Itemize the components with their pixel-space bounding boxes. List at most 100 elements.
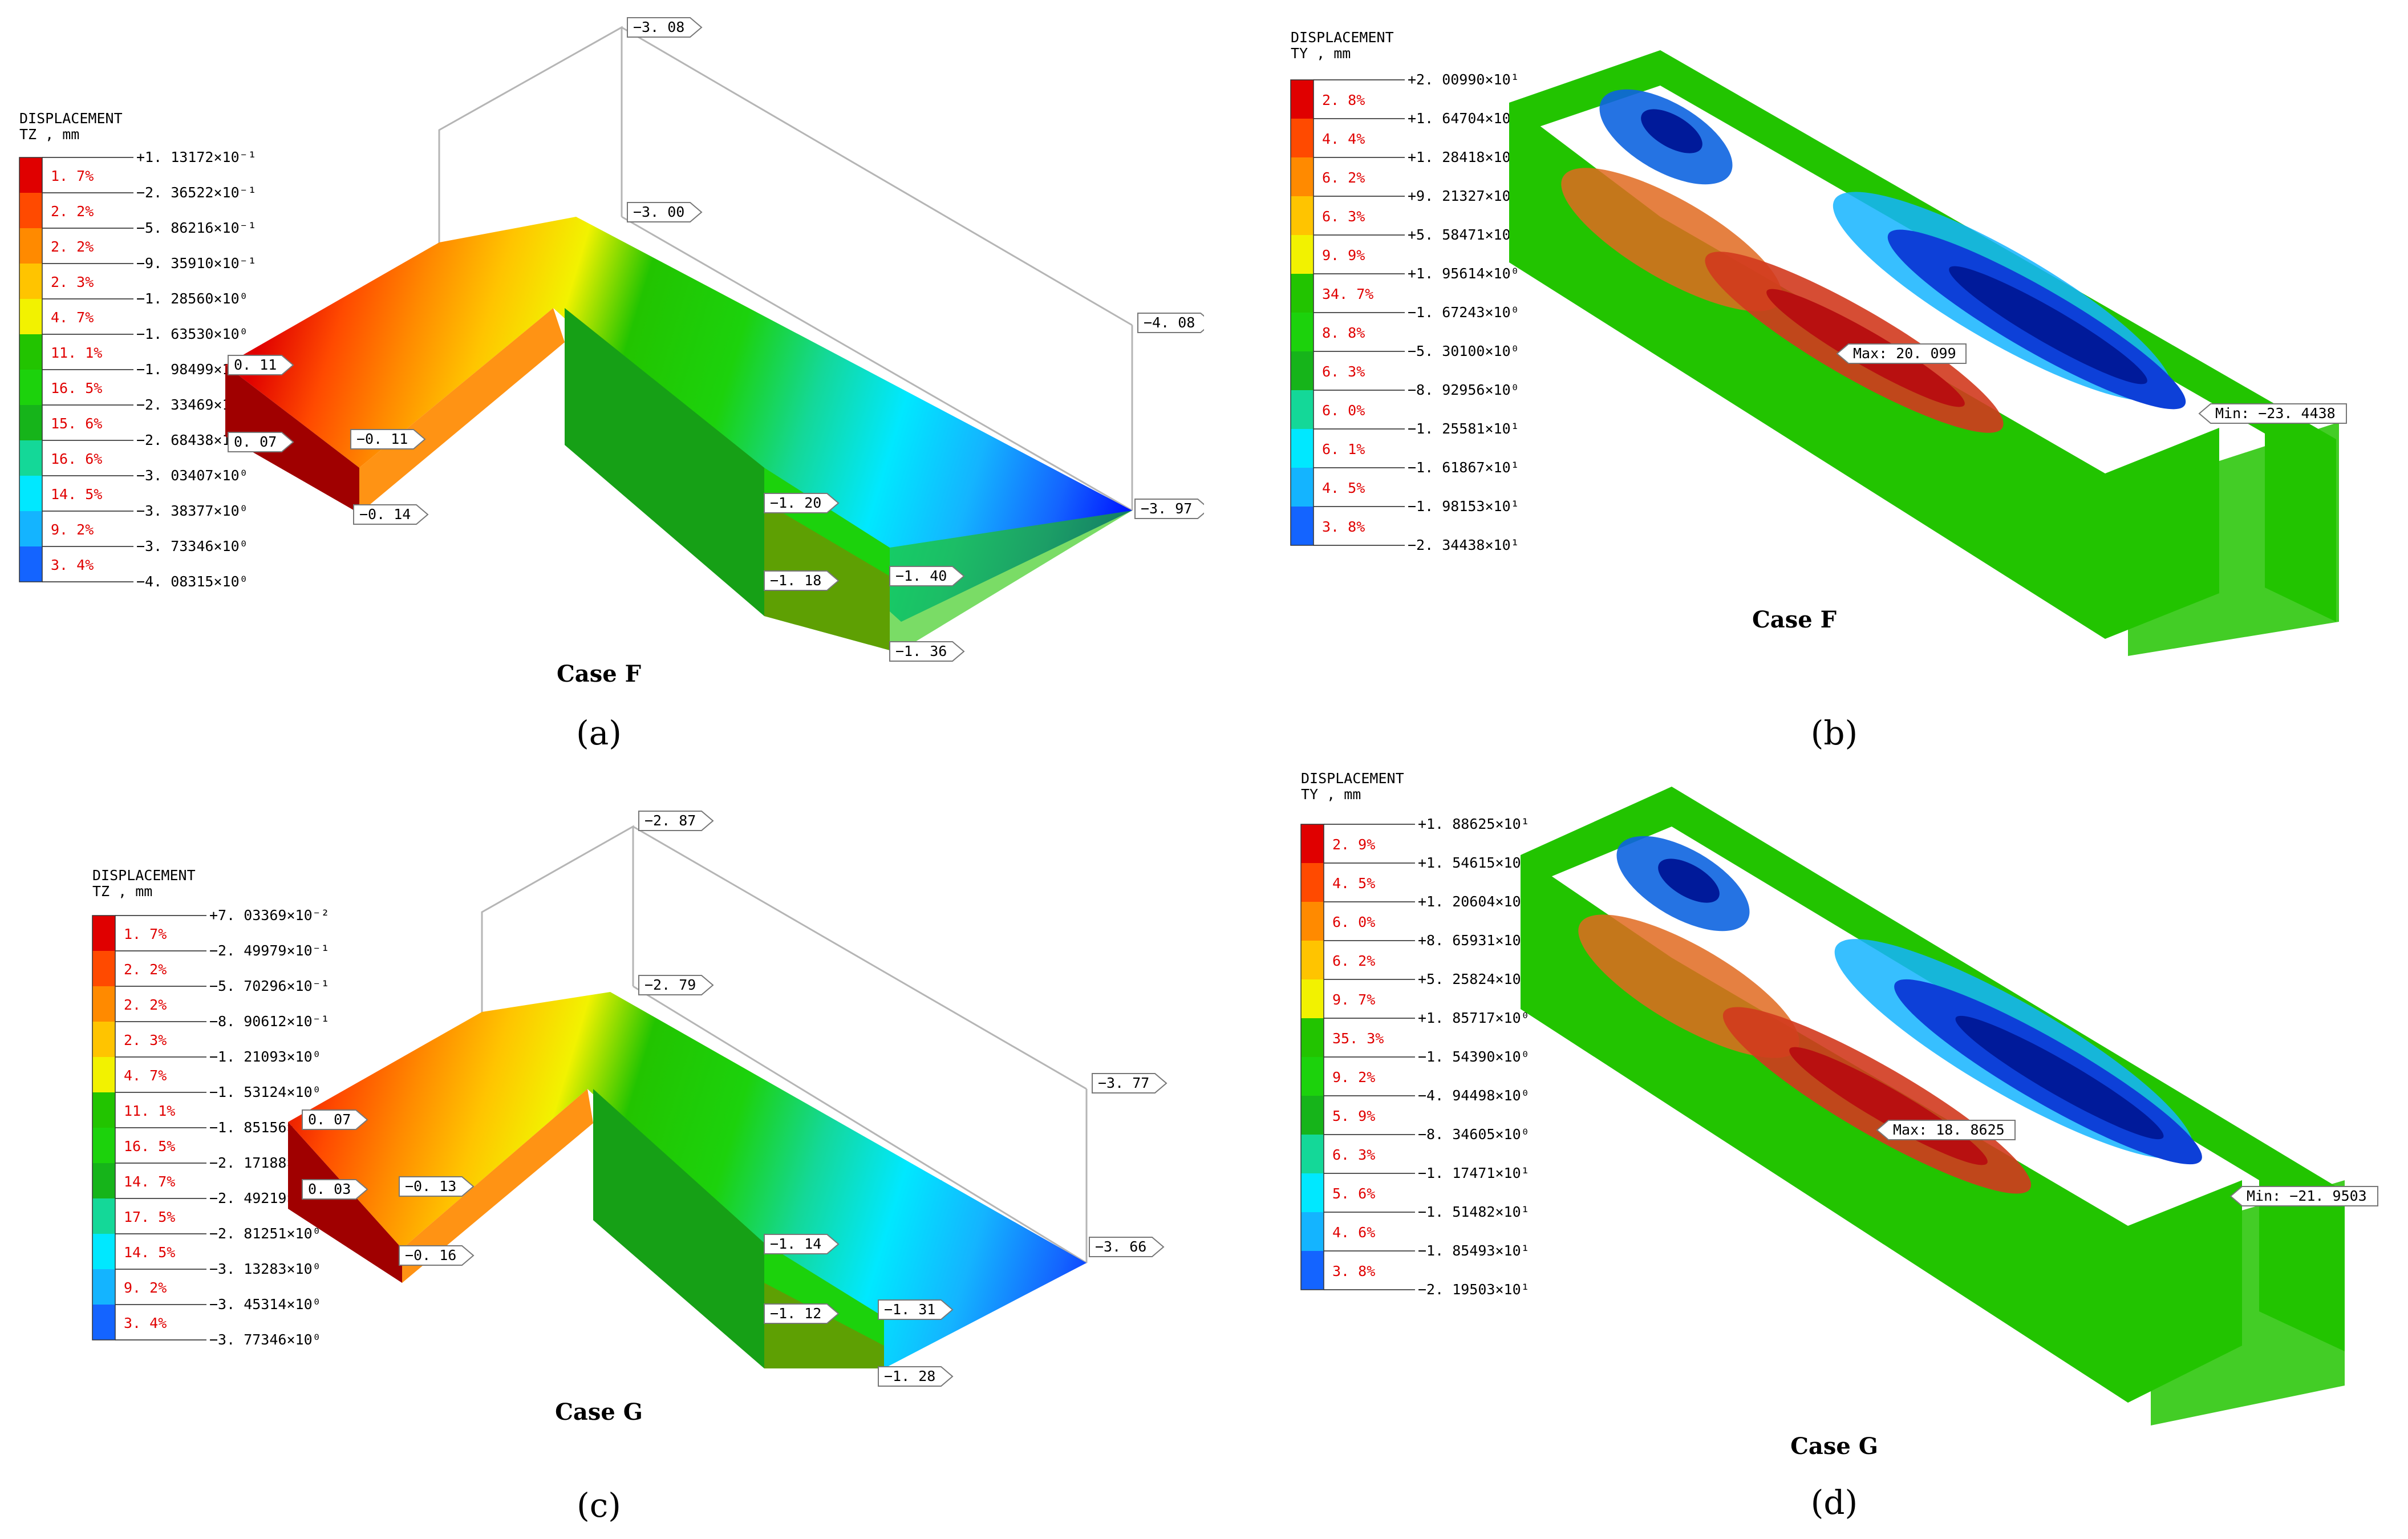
value-tag: −3. 00	[627, 202, 703, 222]
panel-b: DISPLACEMENT TY , mm +2. 00990×10¹+1. 64…	[1204, 0, 2408, 770]
legend-percent: 9. 9%	[1322, 247, 1365, 264]
legend-percent: 6. 2%	[1332, 953, 1375, 969]
legend-unit: TY , mm	[1301, 786, 1361, 803]
legend-value: −1. 51482×10¹	[1418, 1204, 1530, 1220]
legend-value: −4. 94498×10⁰	[1418, 1087, 1530, 1104]
legend-value: −3. 38377×10⁰	[136, 503, 248, 519]
model-ty-case-g	[1521, 787, 2345, 1425]
legend-value: −1. 53124×10⁰	[209, 1084, 321, 1100]
legend-value: −1. 25581×10¹	[1408, 420, 1519, 437]
legend-swatch	[1301, 941, 1324, 979]
tag-label: 0. 07	[308, 1111, 351, 1128]
legend-swatch	[1291, 429, 1314, 468]
legend-swatch	[19, 334, 42, 370]
legend-percent: 16. 6%	[51, 451, 102, 467]
tag-label: −1. 20	[770, 495, 821, 511]
legend-swatch	[1291, 468, 1314, 507]
legend-value: +1. 88625×10¹	[1418, 816, 1530, 832]
panel-b-drawing: DISPLACEMENT TY , mm +2. 00990×10¹+1. 64…	[1290, 29, 2347, 752]
legend-swatch	[1301, 1135, 1324, 1173]
tag-label: −1. 18	[770, 572, 821, 589]
legend-percent: 4. 7%	[51, 309, 94, 326]
legend-percent: 2. 3%	[124, 1032, 167, 1048]
legend-value: −2. 36522×10⁻¹	[136, 184, 257, 201]
legend-percent: 9. 2%	[1332, 1069, 1375, 1086]
legend-percent: 4. 5%	[1332, 875, 1375, 892]
legend-swatch	[92, 1198, 115, 1234]
model-tz-case-f	[225, 26, 1133, 650]
tag-label: −4. 08	[1144, 314, 1195, 331]
tag-label: 0. 03	[308, 1181, 351, 1197]
value-tag: −0. 11	[350, 429, 426, 449]
legend-swatch	[19, 157, 42, 193]
value-tag: −1. 36	[889, 641, 965, 662]
legend-value: −1. 85493×10¹	[1418, 1242, 1530, 1259]
legend-swatch	[19, 299, 42, 334]
legend-percent: 1. 7%	[124, 926, 167, 942]
legend-swatch	[19, 405, 42, 440]
legend-value: −3. 03407×10⁰	[136, 467, 248, 484]
legend-swatch	[92, 1234, 115, 1269]
legend-swatch	[19, 440, 42, 476]
legend-value: −2. 49979×10⁻¹	[209, 942, 330, 959]
legend-percent: 2. 3%	[51, 274, 94, 290]
legend-percent: 5. 9%	[1332, 1108, 1375, 1124]
panel-label-c: (c)	[577, 1486, 621, 1525]
legend-d: DISPLACEMENT TY , mm +1. 88625×10¹+1. 54…	[1300, 770, 1530, 1298]
legend-title: DISPLACEMENT	[1301, 770, 1404, 787]
value-tag: −1. 20	[764, 493, 840, 513]
legend-value: −1. 98153×10¹	[1408, 498, 1519, 515]
legend-value: +1. 13172×10⁻¹	[136, 149, 257, 165]
legend-percent: 3. 4%	[124, 1315, 167, 1331]
legend-percent: 15. 6%	[51, 415, 102, 432]
legend-swatch	[1301, 824, 1324, 863]
legend-swatch	[1301, 1251, 1324, 1290]
legend-value: −5. 70296×10⁻¹	[209, 978, 330, 994]
legend-value: +7. 03369×10⁻²	[209, 907, 330, 924]
legend-swatch	[1291, 80, 1314, 119]
legend-swatch	[1301, 1018, 1324, 1057]
tag-label: −3. 77	[1098, 1075, 1149, 1091]
legend-swatch	[92, 1128, 115, 1163]
legend-percent: 1. 7%	[51, 168, 94, 184]
legend-percent: 4. 5%	[1322, 480, 1365, 496]
panel-c-drawing: DISPLACEMENT TZ , mm +7. 03369×10⁻²−2. 4…	[92, 811, 1167, 1525]
tag-label: 0. 07	[234, 434, 277, 450]
tag-label: −3. 66	[1095, 1238, 1146, 1255]
value-tag: −2. 79	[638, 975, 714, 995]
legend-value: +2. 00990×10¹	[1408, 71, 1519, 88]
tag-label: Max: 18. 8625	[1893, 1121, 2005, 1138]
value-tag: −1. 18	[764, 570, 840, 591]
value-tag: −3. 08	[627, 17, 703, 38]
legend-value: −9. 35910×10⁻¹	[136, 255, 257, 272]
value-tag: Max: 18. 8625	[1876, 1120, 2016, 1140]
legend-value: −1. 67243×10⁰	[1408, 304, 1519, 321]
legend-swatch	[92, 1092, 115, 1128]
legend-swatch	[1291, 390, 1314, 429]
legend-unit: TZ , mm	[92, 883, 152, 900]
legend-swatch	[1291, 313, 1314, 351]
tag-label: Min: −23. 4438	[2215, 405, 2336, 422]
value-tag: −3. 77	[1092, 1073, 1167, 1094]
legend-value: −1. 63530×10⁰	[136, 326, 248, 342]
legend-percent: 3. 4%	[51, 557, 94, 573]
legend-percent: 6. 0%	[1322, 402, 1365, 419]
legend-percent: 9. 2%	[124, 1279, 167, 1296]
legend-value: −3. 73346×10⁰	[136, 538, 248, 554]
max-min-tags-d: Max: 18. 8625 Min: −21. 9503	[1876, 1120, 2378, 1206]
legend-unit: TY , mm	[1291, 45, 1351, 62]
legend-value: −1. 28560×10⁰	[136, 290, 248, 307]
legend-swatch	[19, 193, 42, 228]
value-tag: −2. 87	[638, 811, 714, 831]
max-min-tags-b: Max: 20. 099 Min: −23. 4438	[1836, 343, 2347, 424]
legend-value: −3. 13283×10⁰	[209, 1261, 321, 1277]
legend-title: DISPLACEMENT	[19, 110, 123, 127]
legend-swatch	[1291, 274, 1314, 313]
legend-value: +1. 95614×10⁰	[1408, 265, 1519, 282]
legend-percent: 6. 2%	[1322, 169, 1365, 186]
panel-c: DISPLACEMENT TZ , mm +7. 03369×10⁻²−2. 4…	[0, 770, 1204, 1539]
tag-label: −0. 16	[405, 1247, 456, 1263]
value-tag: −4. 08	[1137, 313, 1204, 333]
legend-percent: 6. 0%	[1332, 914, 1375, 930]
legend-swatch	[92, 916, 115, 951]
